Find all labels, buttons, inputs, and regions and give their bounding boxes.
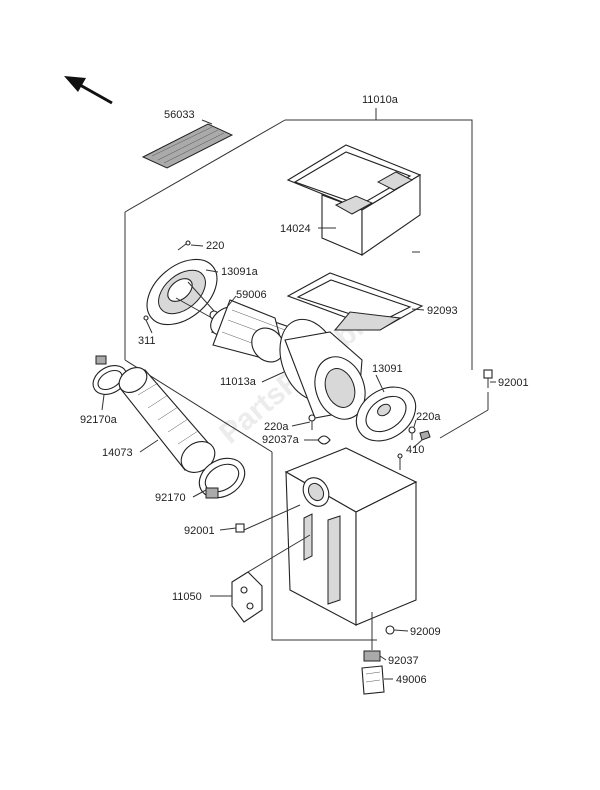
label-14073: 14073	[102, 447, 133, 459]
part-11050-bracket[interactable]	[231, 534, 311, 623]
label-92001-right: 92001	[498, 377, 529, 389]
part-14073-intake-duct[interactable]	[114, 362, 220, 478]
label-92001-left: 92001	[184, 525, 215, 537]
label-92170a: 92170a	[80, 414, 118, 426]
label-92037: 92037	[388, 655, 419, 667]
part-56033-sticker[interactable]	[141, 123, 234, 169]
label-410: 410	[406, 444, 424, 456]
label-59006: 59006	[236, 289, 267, 301]
leader-lines	[101, 119, 496, 680]
part-14024-cover[interactable]	[286, 144, 422, 257]
part-410-nut[interactable]	[419, 430, 431, 441]
part-92037a-clamp[interactable]	[317, 435, 331, 445]
label-220: 220	[206, 240, 224, 252]
part-92001-bolt-right[interactable]	[439, 369, 493, 439]
label-220a-right: 220a	[416, 411, 441, 423]
label-11013a: 11013a	[220, 376, 257, 388]
label-311: 311	[138, 335, 156, 347]
label-92093: 92093	[427, 305, 458, 317]
label-92170: 92170	[155, 492, 186, 504]
label-13091: 13091	[372, 363, 403, 375]
part-92009-screw[interactable]	[385, 625, 395, 635]
label-13091a: 13091a	[221, 266, 259, 278]
part-13091-end-plate[interactable]	[346, 376, 426, 452]
label-92009: 92009	[410, 626, 441, 638]
part-311-screw[interactable]	[143, 315, 149, 321]
part-92170a-clamp[interactable]	[88, 355, 132, 400]
part-49006-plug[interactable]	[361, 665, 385, 695]
part-labels: 56033 11010a 14024 220 13091a 59006 9209…	[80, 94, 529, 686]
part-11010a-case[interactable]	[284, 447, 418, 626]
part-11013a-housing[interactable]	[269, 311, 373, 426]
part-59006-filter[interactable]	[205, 299, 300, 368]
part-220a-screw-right[interactable]	[408, 426, 416, 440]
part-220-screw[interactable]	[177, 240, 191, 251]
label-92037a: 92037a	[262, 434, 300, 446]
part-92093-gasket[interactable]	[286, 272, 424, 331]
orientation-arrow-icon	[64, 76, 113, 105]
part-220a-screw-left[interactable]	[308, 414, 316, 430]
part-92170-clamp[interactable]	[192, 450, 252, 505]
label-11010a: 11010a	[362, 94, 399, 106]
label-56033: 56033	[164, 109, 195, 121]
label-220a-left: 220a	[264, 421, 289, 433]
label-14024: 14024	[280, 223, 311, 235]
label-49006: 49006	[396, 674, 427, 686]
label-11050: 11050	[172, 591, 202, 603]
